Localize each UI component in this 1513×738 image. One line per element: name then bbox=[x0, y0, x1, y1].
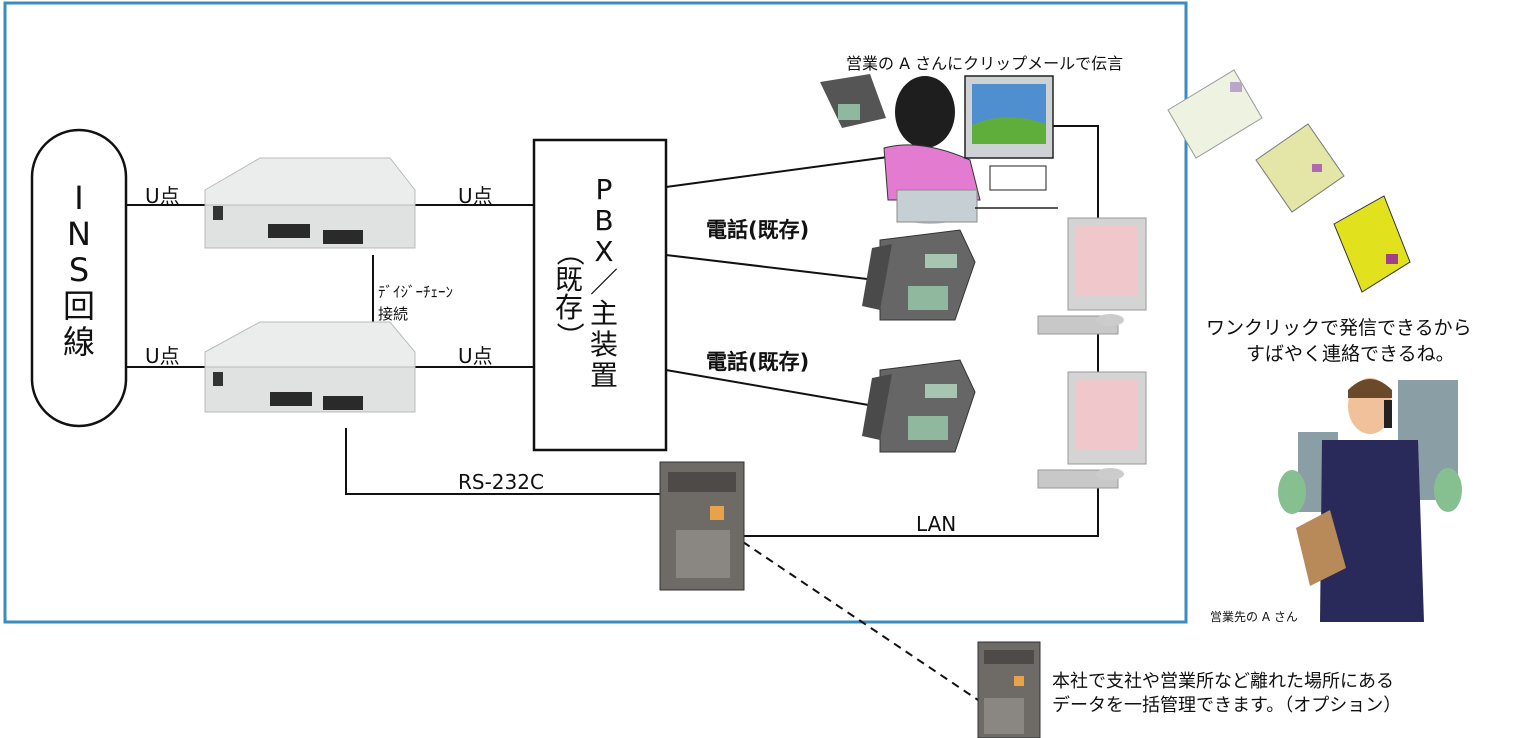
sales-caption-box bbox=[1196, 604, 1320, 626]
ins-char: N bbox=[67, 215, 91, 253]
rs232c-label: RS-232C bbox=[458, 470, 544, 494]
client-pc-icon bbox=[1037, 217, 1147, 335]
hq-caption-line1: 本社で支社や営業所など離れた場所にある bbox=[1052, 671, 1394, 692]
telephone-icon bbox=[862, 229, 976, 321]
client-pc-icon bbox=[1037, 371, 1147, 489]
u-point-label: U点 bbox=[458, 184, 493, 208]
diagram-frame bbox=[3, 1, 1188, 624]
salesman-icon bbox=[1278, 378, 1462, 622]
envelope-icon bbox=[1255, 123, 1345, 213]
envelope-icon bbox=[1333, 195, 1411, 293]
terminal-adapter-bottom bbox=[204, 321, 416, 413]
telephone-icon bbox=[862, 359, 976, 453]
server-icon bbox=[659, 461, 745, 591]
terminal-adapter-top bbox=[204, 157, 416, 249]
u-point-label: U点 bbox=[145, 344, 180, 368]
lan-label: LAN bbox=[916, 512, 957, 536]
ins-char: 回 bbox=[62, 287, 95, 325]
phone-label-lower: 電話(既存) bbox=[706, 350, 810, 374]
pbx-box bbox=[532, 138, 668, 452]
daisy-chain-label-2: 接続 bbox=[378, 305, 409, 323]
ins-line-label: I N S 回 線 bbox=[56, 180, 102, 360]
ins-line-box bbox=[30, 128, 128, 428]
hq-caption-line2: データを一括管理できます。（オプション） bbox=[1052, 695, 1402, 716]
envelope-icon bbox=[1167, 69, 1263, 159]
one-click-caption-line1: ワンクリックで発信できるから bbox=[1206, 317, 1472, 339]
pbx-main-label: P B X ／ 主 装 置 bbox=[589, 173, 618, 392]
daisy-chain-label: ﾃﾞｲｼﾞｰﾁｪｰﾝ bbox=[378, 283, 454, 301]
ins-char: 線 bbox=[62, 323, 95, 361]
pc-monitor-icon bbox=[964, 75, 1058, 209]
hq-server-icon bbox=[977, 641, 1041, 738]
ins-char: S bbox=[68, 251, 90, 289]
top-caption: 営業の A さんにクリップメールで伝言 bbox=[846, 54, 1124, 73]
sales-person-caption: 営業先の A さん bbox=[1210, 610, 1298, 624]
one-click-caption-line2: すばやく連絡できるね。 bbox=[1246, 343, 1455, 365]
connection-lines bbox=[126, 125, 1099, 537]
ins-char: I bbox=[74, 179, 84, 217]
pbx-existing-label: （ 既 存 ） bbox=[552, 237, 586, 351]
dashed-link bbox=[742, 541, 979, 701]
phone-label-upper: 電話(既存) bbox=[706, 218, 810, 242]
u-point-label: U点 bbox=[458, 344, 493, 368]
operator-woman-icon bbox=[883, 76, 981, 224]
desk-phone-icon bbox=[820, 74, 886, 128]
u-point-label: U点 bbox=[145, 184, 180, 208]
